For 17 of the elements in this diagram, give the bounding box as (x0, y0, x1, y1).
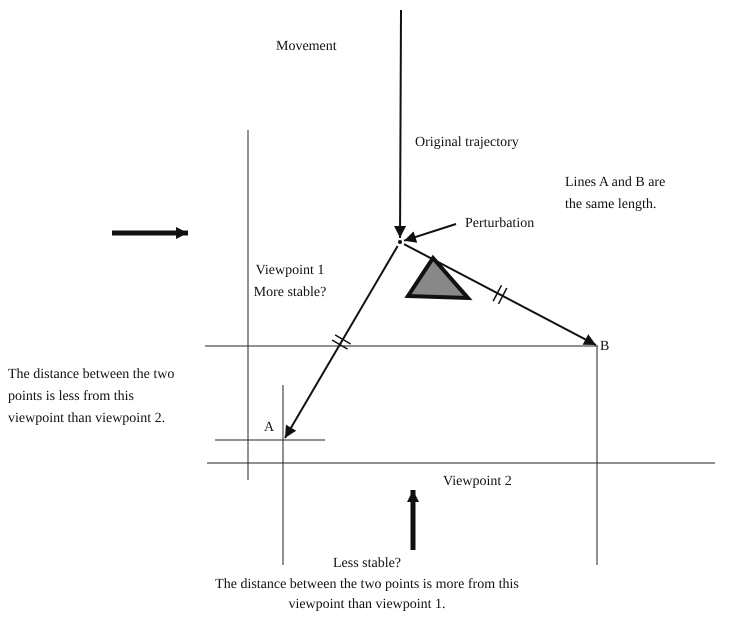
arrow-label: Perturbation (465, 215, 536, 233)
arrow (394, 10, 406, 238)
annotation-text: Less stable? (332, 555, 402, 573)
viewpoint-label: Viewpoint 2 (443, 473, 513, 491)
annotation-text: The distance between the two points is less from this viewpoint than viewpoint 2. (8, 366, 176, 428)
point-label: B (600, 337, 614, 357)
point-label: A (264, 418, 278, 438)
vertex-point (398, 240, 402, 244)
arrow (404, 243, 596, 346)
viewpoint-label: Viewpoint 1 (254, 262, 326, 280)
arrow (284, 246, 399, 438)
annotation-text: The distance between the two points is more from this viewpoint than viewpoint 1. (214, 576, 520, 614)
arrow (404, 223, 456, 243)
arrow-label: Movement (276, 38, 338, 56)
arrow-label: Original trajectory (415, 134, 520, 152)
annotation-text: More stable? (252, 284, 328, 302)
annotation-text: Lines A and B are the same length. (565, 174, 666, 214)
